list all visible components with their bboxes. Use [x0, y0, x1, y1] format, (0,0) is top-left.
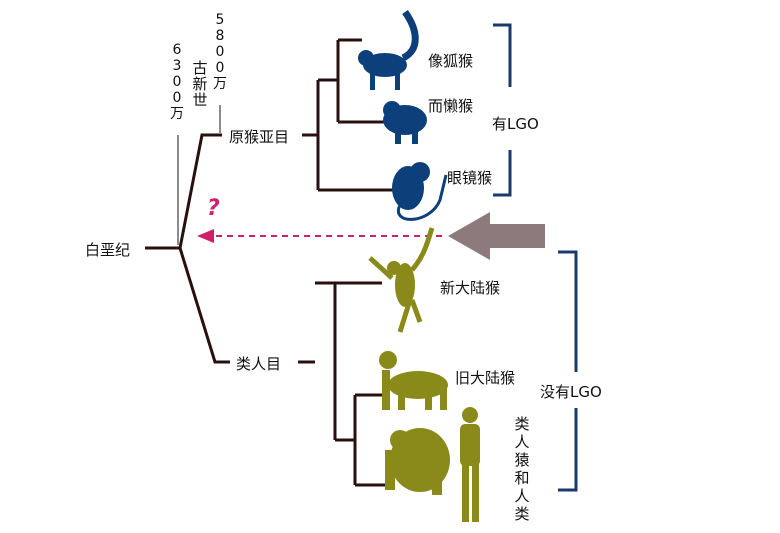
human-icon: [460, 407, 480, 522]
ape-icon: [385, 428, 450, 495]
taxon-tarsier: 眼镜猴: [447, 169, 493, 187]
arrow-head-icon: [197, 229, 214, 243]
old-world-monkey-icon: [379, 351, 448, 410]
lgo-present-label: 有LGO: [492, 115, 539, 133]
loris-icon: [383, 101, 427, 144]
tarsier-icon: [392, 162, 448, 221]
anthropoid-label: 类人目: [236, 355, 282, 373]
new-world-monkey-icon: [368, 227, 435, 333]
time-58-label: 5800万: [213, 12, 227, 92]
taxon-loris: 而懒猴: [428, 97, 474, 115]
root-label: 白垩纪: [85, 241, 131, 259]
prosimian-silhouettes: [358, 9, 448, 221]
epoch-label: 古新世: [192, 59, 208, 109]
taxon-old-world-monkey: 旧大陆猴: [455, 369, 516, 387]
time-markers: [177, 105, 221, 245]
prosimian-label: 原猴亚目: [229, 128, 290, 146]
question-mark: ?: [207, 196, 220, 221]
lemur-icon: [358, 9, 419, 90]
taxon-apes-humans: 类人猿和人类: [514, 415, 530, 523]
taxon-new-world-monkey: 新大陆猴: [440, 279, 501, 297]
lgo-absent-label: 没有LGO: [540, 383, 602, 401]
time-63-label: 6300万: [170, 42, 184, 122]
lgo-brackets: [493, 23, 578, 492]
anthropoid-silhouettes: [368, 227, 480, 522]
taxon-lemur: 像狐猴: [428, 52, 474, 70]
gray-arrow-icon: [448, 212, 545, 260]
tree-branches: [145, 38, 400, 487]
